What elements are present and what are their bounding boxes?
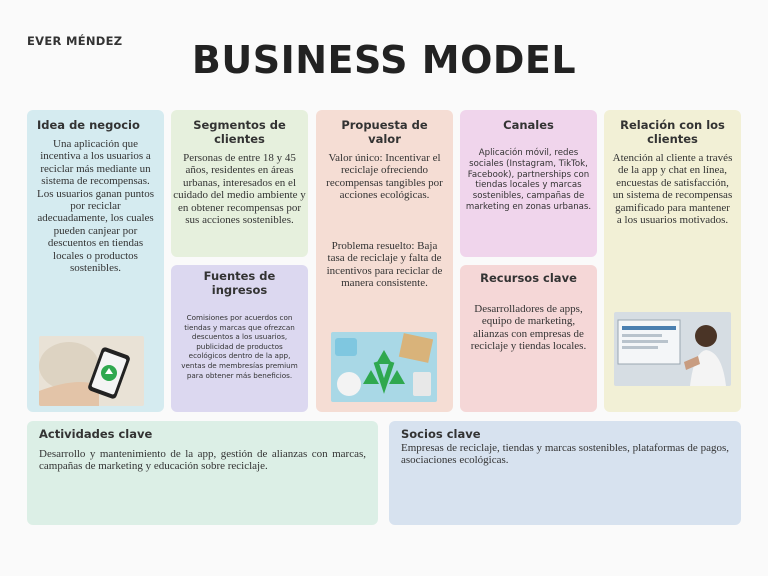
phone-recycling-photo bbox=[39, 336, 144, 406]
recycle-symbol-icon bbox=[331, 332, 437, 402]
card-title: Actividades clave bbox=[39, 427, 153, 441]
card-canales: Canales Aplicación móvil, redes sociales… bbox=[460, 110, 597, 257]
card-title: Socios clave bbox=[401, 427, 481, 441]
card-actividades-clave: Actividades clave Desarrollo y mantenimi… bbox=[27, 421, 378, 525]
card-text: Comisiones por acuerdos con tiendas y ma… bbox=[181, 313, 298, 380]
card-socios-clave: Socios clave Empresas de reciclaje, tien… bbox=[389, 421, 741, 525]
author-name: EVER MÉNDEZ bbox=[27, 34, 123, 48]
card-segmentos-de-clientes: Segmentos de clientes Personas de entre … bbox=[171, 110, 308, 257]
card-text-value: Valor único: Incentivar el reciclaje ofr… bbox=[326, 152, 443, 202]
card-fuentes-de-ingresos: Fuentes de ingresos Comisiones por acuer… bbox=[171, 265, 308, 412]
card-title: Segmentos de clientes bbox=[193, 118, 286, 146]
card-text: Desarrolladores de apps, equipo de marke… bbox=[470, 303, 587, 353]
card-title: Fuentes de ingresos bbox=[203, 269, 276, 297]
page-title: BUSINESS MODEL bbox=[191, 38, 577, 82]
customer-support-photo bbox=[614, 312, 731, 386]
phone-recycle-icon bbox=[39, 336, 144, 406]
card-relacion-con-los-clientes: Relación con los clientes Atención al cl… bbox=[604, 110, 741, 412]
card-text-problem: Problema resuelto: Baja tasa de reciclaj… bbox=[326, 240, 443, 290]
recycling-items-photo bbox=[331, 332, 437, 402]
card-text: Desarrollo y mantenimiento de la app, ge… bbox=[39, 448, 366, 473]
card-title: Relación con los clientes bbox=[620, 118, 725, 146]
card-text: Atención al cliente a través de la app y… bbox=[612, 152, 733, 227]
card-recursos-clave: Recursos clave Desarrolladores de apps, … bbox=[460, 265, 597, 412]
support-agent-icon bbox=[614, 312, 731, 386]
card-propuesta-de-valor: Propuesta de valor Valor único: Incentiv… bbox=[316, 110, 453, 412]
card-title: Recursos clave bbox=[480, 271, 577, 285]
card-text: Aplicación móvil, redes sociales (Instag… bbox=[465, 148, 592, 212]
card-text: Una aplicación que incentiva a los usuar… bbox=[36, 138, 154, 275]
card-title: Idea de negocio bbox=[37, 118, 140, 132]
card-idea-de-negocio: Idea de negocio Una aplicación que incen… bbox=[27, 110, 164, 412]
card-title: Canales bbox=[503, 118, 554, 132]
card-text: Personas de entre 18 y 45 años, resident… bbox=[173, 152, 306, 227]
card-text: Empresas de reciclaje, tiendas y marcas … bbox=[401, 442, 729, 467]
card-title: Propuesta de valor bbox=[341, 118, 428, 146]
